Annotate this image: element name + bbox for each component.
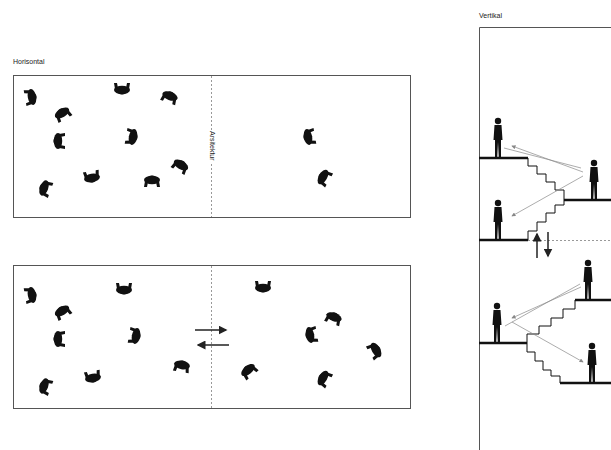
panel-heading: Horisontal [13,58,45,65]
level-arrows [537,232,548,258]
panel [14,266,411,409]
floors-and-stairs [479,158,611,383]
divider [211,266,212,408]
panel-heading: Vertikal [479,12,502,19]
sight-lines [504,146,583,362]
panel [14,76,411,218]
divider [528,240,611,241]
people-top-view [24,281,384,396]
exchange-arrows [195,330,229,345]
people-top-view [24,83,333,198]
panel [480,28,611,450]
architecture-label: Arsitektur [209,130,216,162]
people-side-view [493,118,599,383]
